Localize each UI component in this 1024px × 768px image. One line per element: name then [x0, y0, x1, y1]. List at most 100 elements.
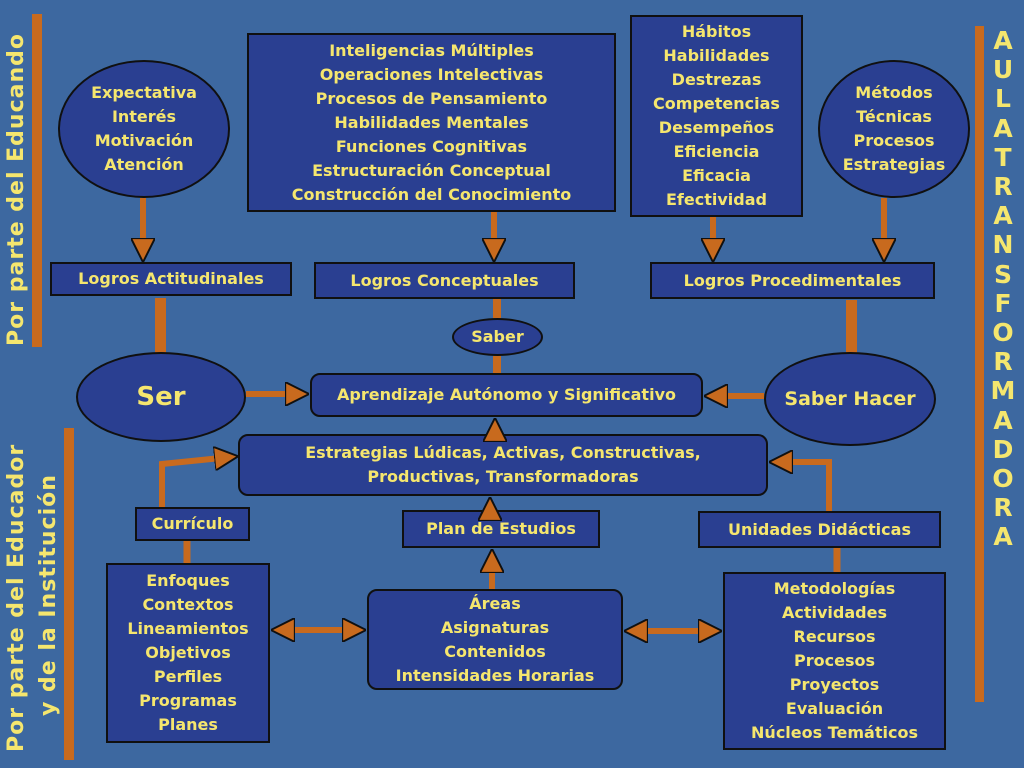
list-line: Planes — [158, 715, 218, 734]
list-line: Recursos — [793, 627, 876, 646]
educador-bar — [64, 428, 74, 760]
vertical-letter: A — [993, 201, 1013, 231]
vertical-letter: A — [993, 405, 1013, 435]
list-line: Objetivos — [145, 643, 231, 662]
arrow-unidades-to-estrategias — [776, 462, 832, 511]
list-line: Procesos — [853, 131, 935, 150]
list-line: Contenidos — [444, 641, 546, 661]
vertical-letter: N — [992, 230, 1014, 260]
vertical-letter: M — [990, 376, 1016, 406]
list-line: Expectativa — [91, 83, 197, 102]
procedimentales-to-saberhacer-connector — [846, 300, 857, 354]
curriculo-label: Currículo — [151, 514, 234, 533]
logros-conceptuales-label: Logros Conceptuales — [350, 270, 539, 290]
ser-label: Ser — [136, 382, 186, 412]
list-line: Estrategias Lúdicas, Activas, Constructi… — [305, 443, 701, 462]
vertical-letter: T — [994, 142, 1012, 172]
aprendizaje-label: Aprendizaje Autónomo y Significativo — [337, 385, 676, 404]
list-line: Áreas — [469, 593, 521, 613]
vertical-letter: A — [993, 113, 1013, 143]
list-line: Estrategias — [842, 155, 946, 174]
unidades-box: Unidades Didácticas — [698, 511, 941, 548]
logros-conceptuales-box: Logros Conceptuales — [314, 262, 575, 299]
list-line: Productivas, Transformadoras — [367, 467, 639, 486]
list-line: Asignaturas — [440, 617, 550, 637]
list-line: Motivación — [94, 131, 194, 150]
vertical-letter: D — [992, 434, 1014, 464]
list-line: Atención — [104, 155, 184, 174]
vertical-letter: R — [993, 172, 1013, 202]
vertical-letter: F — [994, 288, 1012, 318]
list-line: Perfiles — [153, 667, 223, 686]
list-line: Actividades — [782, 603, 887, 622]
list-line: Funciones Cognitivas — [335, 136, 528, 156]
educando-label: Por parte del Educando — [4, 32, 29, 346]
arrow-curriculo-to-estrategias — [159, 457, 231, 507]
list-line: Inteligencias Múltiples — [329, 40, 534, 60]
list-line: Construcción del Conocimiento — [291, 184, 572, 204]
list-line: Habilidades Mentales — [334, 112, 529, 132]
list-line: Interés — [111, 107, 177, 126]
actitudinales-to-ser-connector — [155, 298, 166, 354]
list-line: Desempeños — [658, 118, 775, 137]
logros-procedimentales-label: Logros Procedimentales — [683, 270, 902, 290]
list-line: Estructuración Conceptual — [312, 160, 551, 180]
list-line: Metodologías — [773, 579, 896, 598]
educador-label-line1: Por parte del Educador — [4, 443, 29, 752]
logros-procedimentales-box: Logros Procedimentales — [650, 262, 935, 299]
list-line: Efectividad — [666, 190, 767, 209]
list-line: Evaluación — [785, 699, 884, 718]
list-line: Procesos de Pensamiento — [315, 88, 548, 108]
logros-actitudinales-label: Logros Actitudinales — [78, 269, 264, 288]
list-line: Procesos — [794, 651, 875, 670]
list-line: Programas — [139, 691, 237, 710]
list-line: Enfoques — [146, 571, 230, 590]
plan-estudios-label: Plan de Estudios — [426, 519, 576, 538]
saber-label: Saber — [471, 327, 524, 346]
list-line: Técnicas — [856, 107, 932, 126]
vertical-letter: A — [993, 522, 1013, 552]
list-line: Destrezas — [671, 70, 762, 89]
list-line: Lineamientos — [127, 619, 249, 638]
vertical-letter: U — [992, 55, 1014, 85]
list-line: Proyectos — [789, 675, 880, 694]
list-line: Eficacia — [682, 166, 751, 185]
vertical-letter: A — [993, 26, 1013, 55]
estrategias-box: Estrategias Lúdicas, Activas, Constructi… — [238, 434, 768, 496]
vertical-letter: R — [993, 347, 1013, 377]
vertical-letter: L — [995, 84, 1011, 114]
list-line: Intensidades Horarias — [395, 665, 595, 685]
list-line: Habilidades — [663, 46, 770, 65]
list-line: Operaciones Intelectivas — [319, 64, 544, 84]
curriculo-box: Currículo — [135, 507, 250, 541]
educando-bar — [32, 14, 42, 347]
aprendizaje-box: Aprendizaje Autónomo y Significativo — [310, 373, 703, 417]
list-line: Competencias — [653, 94, 780, 113]
list-line: Hábitos — [681, 22, 752, 41]
list-line: Eficiencia — [673, 142, 760, 161]
educador-label-line2: y de la Institución — [36, 474, 61, 716]
list-line: Métodos — [855, 83, 933, 102]
vertical-letter: S — [993, 259, 1012, 289]
list-line: Contextos — [142, 595, 234, 614]
vertical-letter: O — [992, 318, 1014, 348]
ser-ellipse: Ser — [76, 352, 246, 442]
saber-hacer-ellipse: Saber Hacer — [764, 352, 936, 446]
unidades-label: Unidades Didácticas — [728, 519, 911, 539]
transformadora-bar — [975, 26, 984, 702]
plan-estudios-box: Plan de Estudios — [402, 510, 600, 548]
list-line: Núcleos Temáticos — [751, 723, 918, 742]
logros-actitudinales-box: Logros Actitudinales — [50, 262, 292, 296]
saber-ellipse: Saber — [452, 318, 543, 356]
vertical-letter: O — [992, 464, 1014, 494]
vertical-letter: R — [993, 493, 1013, 523]
